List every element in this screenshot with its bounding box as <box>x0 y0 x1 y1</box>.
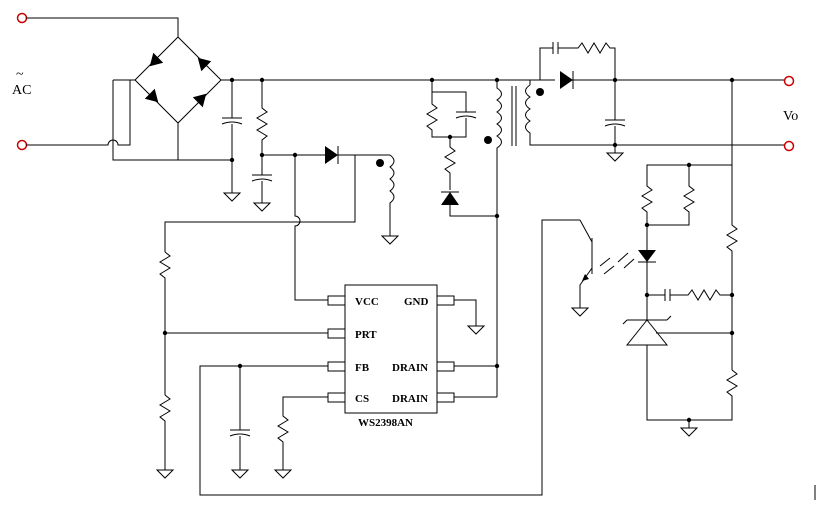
controller-ic: VCC PRT FB CS GND DRAIN DRAIN WS2398AN <box>327 284 455 429</box>
bridge-rectifier <box>112 36 222 161</box>
vcc-aux-supply <box>156 146 399 479</box>
secondary-output: Vo <box>529 42 798 162</box>
chip-name-label: WS2398AN <box>358 417 413 429</box>
pin-prt-label: PRT <box>355 329 377 341</box>
optocoupler <box>571 219 615 317</box>
feedback-network <box>617 80 738 437</box>
pin-cs-label: CS <box>355 393 369 405</box>
vo-terminal-top <box>783 75 795 87</box>
ic-wiring <box>199 219 580 496</box>
ac-tilde-label: ~ <box>16 67 24 82</box>
pin-drain-lower-label: DRAIN <box>392 393 428 405</box>
vo-label: Vo <box>783 109 798 124</box>
ac-label: AC <box>12 83 31 98</box>
ac-terminal-bottom <box>16 139 28 151</box>
ac-terminal-top <box>16 12 28 24</box>
vo-terminal-bottom <box>783 140 795 152</box>
pin-vcc-label: VCC <box>355 296 379 308</box>
bulk-rail <box>178 77 540 212</box>
snubber <box>426 80 500 219</box>
ac-input: ~ AC <box>12 12 179 151</box>
pin-drain-upper-label: DRAIN <box>392 362 428 374</box>
pin-gnd-label: GND <box>404 296 429 308</box>
pin-fb-label: FB <box>355 362 370 374</box>
transformer <box>484 80 545 397</box>
